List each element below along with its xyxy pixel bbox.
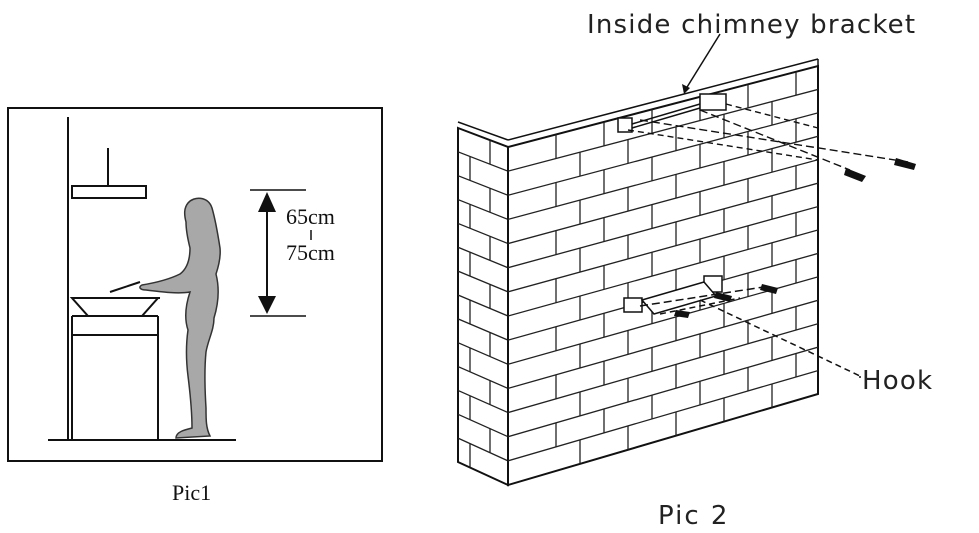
brick-wall-front	[457, 58, 819, 487]
person-silhouette	[139, 197, 221, 439]
screw-icon	[674, 310, 690, 318]
pic1-caption: Pic1	[172, 480, 211, 505]
pic1-figure: 65cm 75cm Pic1	[7, 107, 383, 505]
bracket-screws	[627, 103, 909, 171]
arrow-down	[258, 296, 276, 314]
chimney-bracket	[617, 93, 727, 133]
bracket-leader-line	[683, 33, 721, 93]
screw-icon	[714, 292, 732, 302]
brick-wall-side	[457, 126, 509, 487]
kitchen-cabinet	[48, 117, 236, 441]
screw-icon	[844, 168, 866, 182]
hook-label: Hook	[862, 366, 933, 396]
pic2-caption: Pic 2	[658, 501, 729, 531]
screw-icon	[894, 158, 916, 170]
pic2-figure: Inside chimney bracket Hook Pic 2	[457, 10, 933, 531]
screw-icon	[760, 284, 778, 294]
bracket-label: Inside chimney bracket	[587, 10, 916, 40]
pic1-frame	[7, 107, 383, 462]
arrow-up	[258, 192, 276, 212]
height-dimension	[250, 189, 306, 317]
leader-arrow	[682, 84, 690, 94]
height-top-label: 65cm	[286, 204, 335, 229]
height-bottom-label: 75cm	[286, 240, 335, 265]
